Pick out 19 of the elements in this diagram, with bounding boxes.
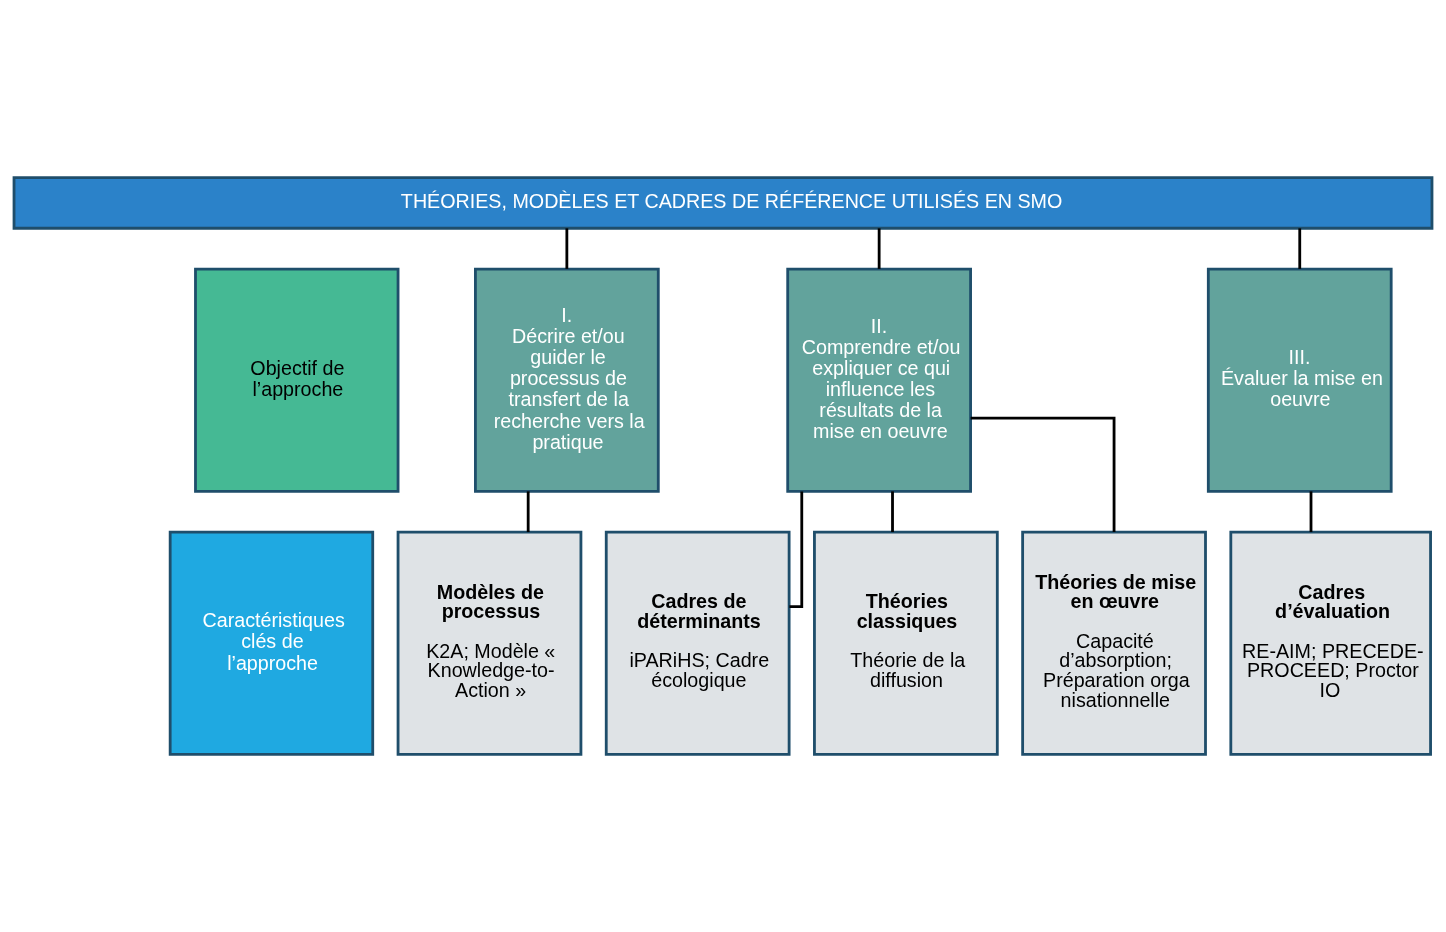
node-box: Modèles de processus K2A; Modèle « Knowledge-to-Action »: [396, 530, 583, 756]
connector: [1309, 491, 1313, 533]
node-box: I. Décrire et/ou guider le processus de transfert de la recherche vers la pratique: [474, 267, 660, 493]
node-box: II. Comprendre et/ou expliquer ce qui influence les résultats de la mise en oeuvre: [786, 267, 972, 493]
node-box: THÉORIES, MODÈLES ET CADRES DE RÉFÉRENCE UTILISÉS EN SMO: [12, 176, 1434, 230]
node-box: Cadres de déterminants iPARiHS; Cadre écologique: [604, 530, 791, 756]
connector: [891, 491, 894, 533]
node-box: Théories classiques Théorie de la diffusion: [813, 530, 999, 756]
node-box: Caractéristiques clés de l’approche: [168, 530, 375, 756]
node-box: Cadres d’évaluation RE-AIM; PRECEDE-PROCEED; Proctor IO: [1229, 530, 1432, 756]
node-box: III. Évaluer la mise en oeuvre: [1206, 267, 1393, 493]
connector: [526, 491, 530, 533]
connector: [970, 416, 1116, 533]
connector: [877, 228, 881, 269]
node-box: Objectif de l’approche: [194, 267, 400, 493]
connector: [565, 228, 569, 269]
node-box: Théories de mise en œuvre Capacité d’absorption; Préparation organisationnelle: [1021, 530, 1207, 756]
connector: [1298, 228, 1302, 269]
connector: [789, 491, 804, 609]
